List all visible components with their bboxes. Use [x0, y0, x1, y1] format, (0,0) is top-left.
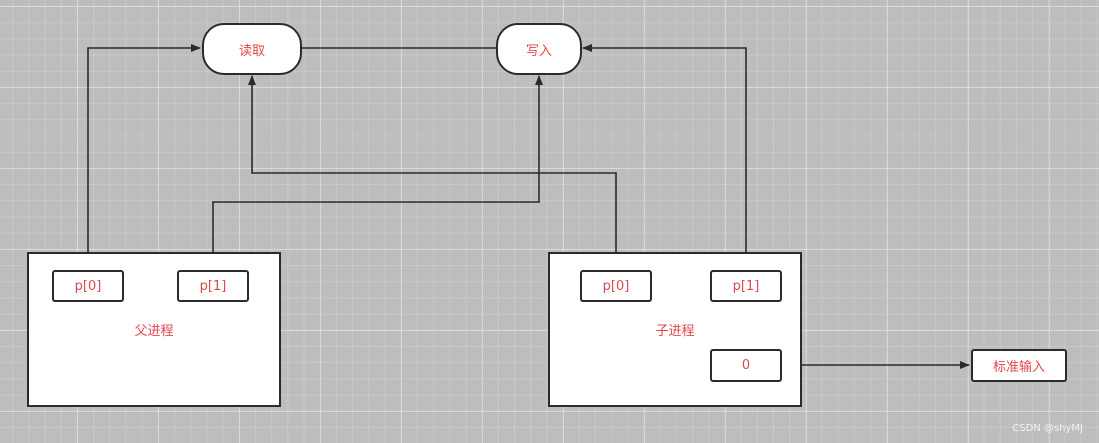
read-node: 读取 [202, 23, 302, 75]
child-process-label: 子进程 [655, 324, 695, 339]
edge-child-p1-to-write [582, 44, 747, 271]
child-pipe-read-label: p[0] [602, 278, 630, 294]
child-fd0-label: 0 [741, 358, 751, 373]
edge-child-p0-to-read [248, 75, 617, 271]
parent-process-label: 父进程 [134, 324, 174, 339]
child-fd0-box: 0 [710, 349, 782, 382]
edge-parent-p1-to-write [212, 75, 543, 271]
read-node-label: 读取 [238, 43, 265, 59]
write-node: 写入 [496, 23, 582, 75]
child-pipe-read-box: p[0] [580, 270, 652, 302]
parent-pipe-read-label: p[0] [74, 278, 102, 294]
child-pipe-write-label: p[1] [732, 278, 760, 294]
stdin-node-label: 标准输入 [992, 360, 1045, 375]
stdin-node: 标准输入 [971, 349, 1067, 382]
write-node-label: 写入 [525, 43, 552, 59]
parent-pipe-write-label: p[1] [199, 278, 227, 294]
parent-pipe-write-box: p[1] [177, 270, 249, 302]
parent-pipe-read-box: p[0] [52, 270, 124, 302]
edge-parent-p0-to-read [87, 44, 201, 271]
watermark: CSDN @shyMJ [1012, 423, 1083, 434]
child-pipe-write-box: p[1] [710, 270, 782, 302]
